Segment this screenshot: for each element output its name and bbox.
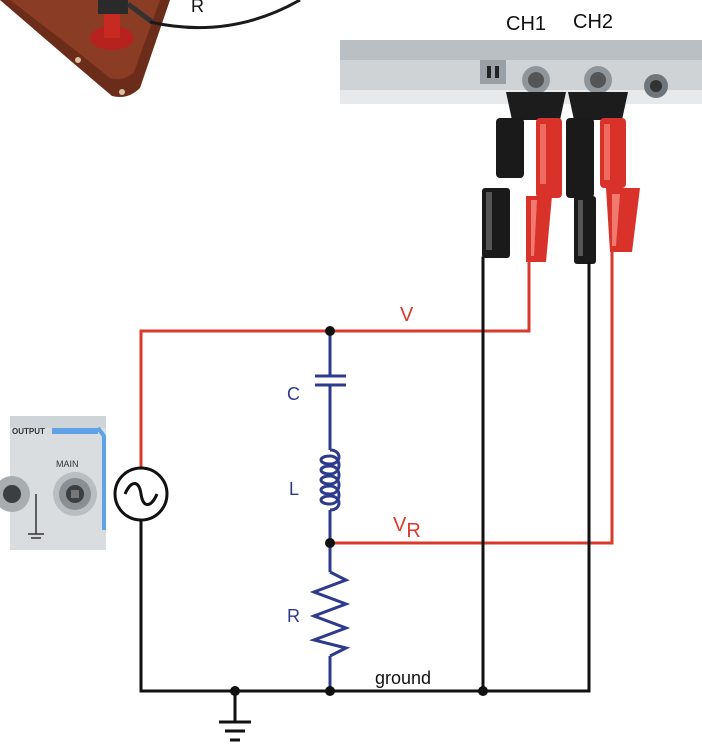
rlc-branch	[308, 331, 351, 691]
resistor-zigzag	[308, 570, 351, 658]
top-node-to-ch1-wire	[328, 260, 531, 333]
generator-main-label: MAIN	[56, 459, 79, 469]
generator-output-label: OUTPUT	[12, 427, 45, 436]
junctions	[230, 326, 488, 696]
ground-node-dot-symbol	[230, 686, 240, 696]
resistor-label: R	[287, 606, 300, 626]
ch1-probe-adapter	[482, 92, 566, 262]
ground-node-dot-ch1	[478, 686, 488, 696]
wires	[139, 250, 614, 724]
resistor-box-label: R	[191, 0, 204, 16]
vr-node-to-ch2-wire	[328, 250, 614, 545]
ground-node-dot-resistor	[325, 686, 335, 696]
inductor-label: L	[289, 479, 299, 499]
top-node-dot	[325, 326, 335, 336]
ground-rail-wire	[139, 262, 591, 693]
inductor-coil	[319, 448, 341, 512]
vr-label: VR	[393, 514, 421, 542]
vr-node-dot	[325, 538, 335, 548]
ch1-label: CH1	[506, 13, 546, 35]
ch2-probe-adapter	[566, 92, 640, 264]
v-label: V	[400, 304, 414, 326]
ground-label: ground	[375, 668, 431, 688]
vr-label-main: V	[393, 514, 407, 536]
capacitor-label: C	[287, 384, 300, 404]
resistor-box-photo: R	[0, 0, 301, 97]
oscilloscope-photo: CH1 CH2	[340, 11, 702, 264]
vr-label-sub: R	[406, 520, 420, 542]
ch2-label: CH2	[573, 11, 613, 33]
ground-icon	[219, 720, 251, 742]
source-to-top-node-wire	[139, 329, 332, 470]
function-generator-photo: OUTPUT MAIN	[0, 416, 106, 550]
ac-source-symbol	[113, 466, 169, 522]
